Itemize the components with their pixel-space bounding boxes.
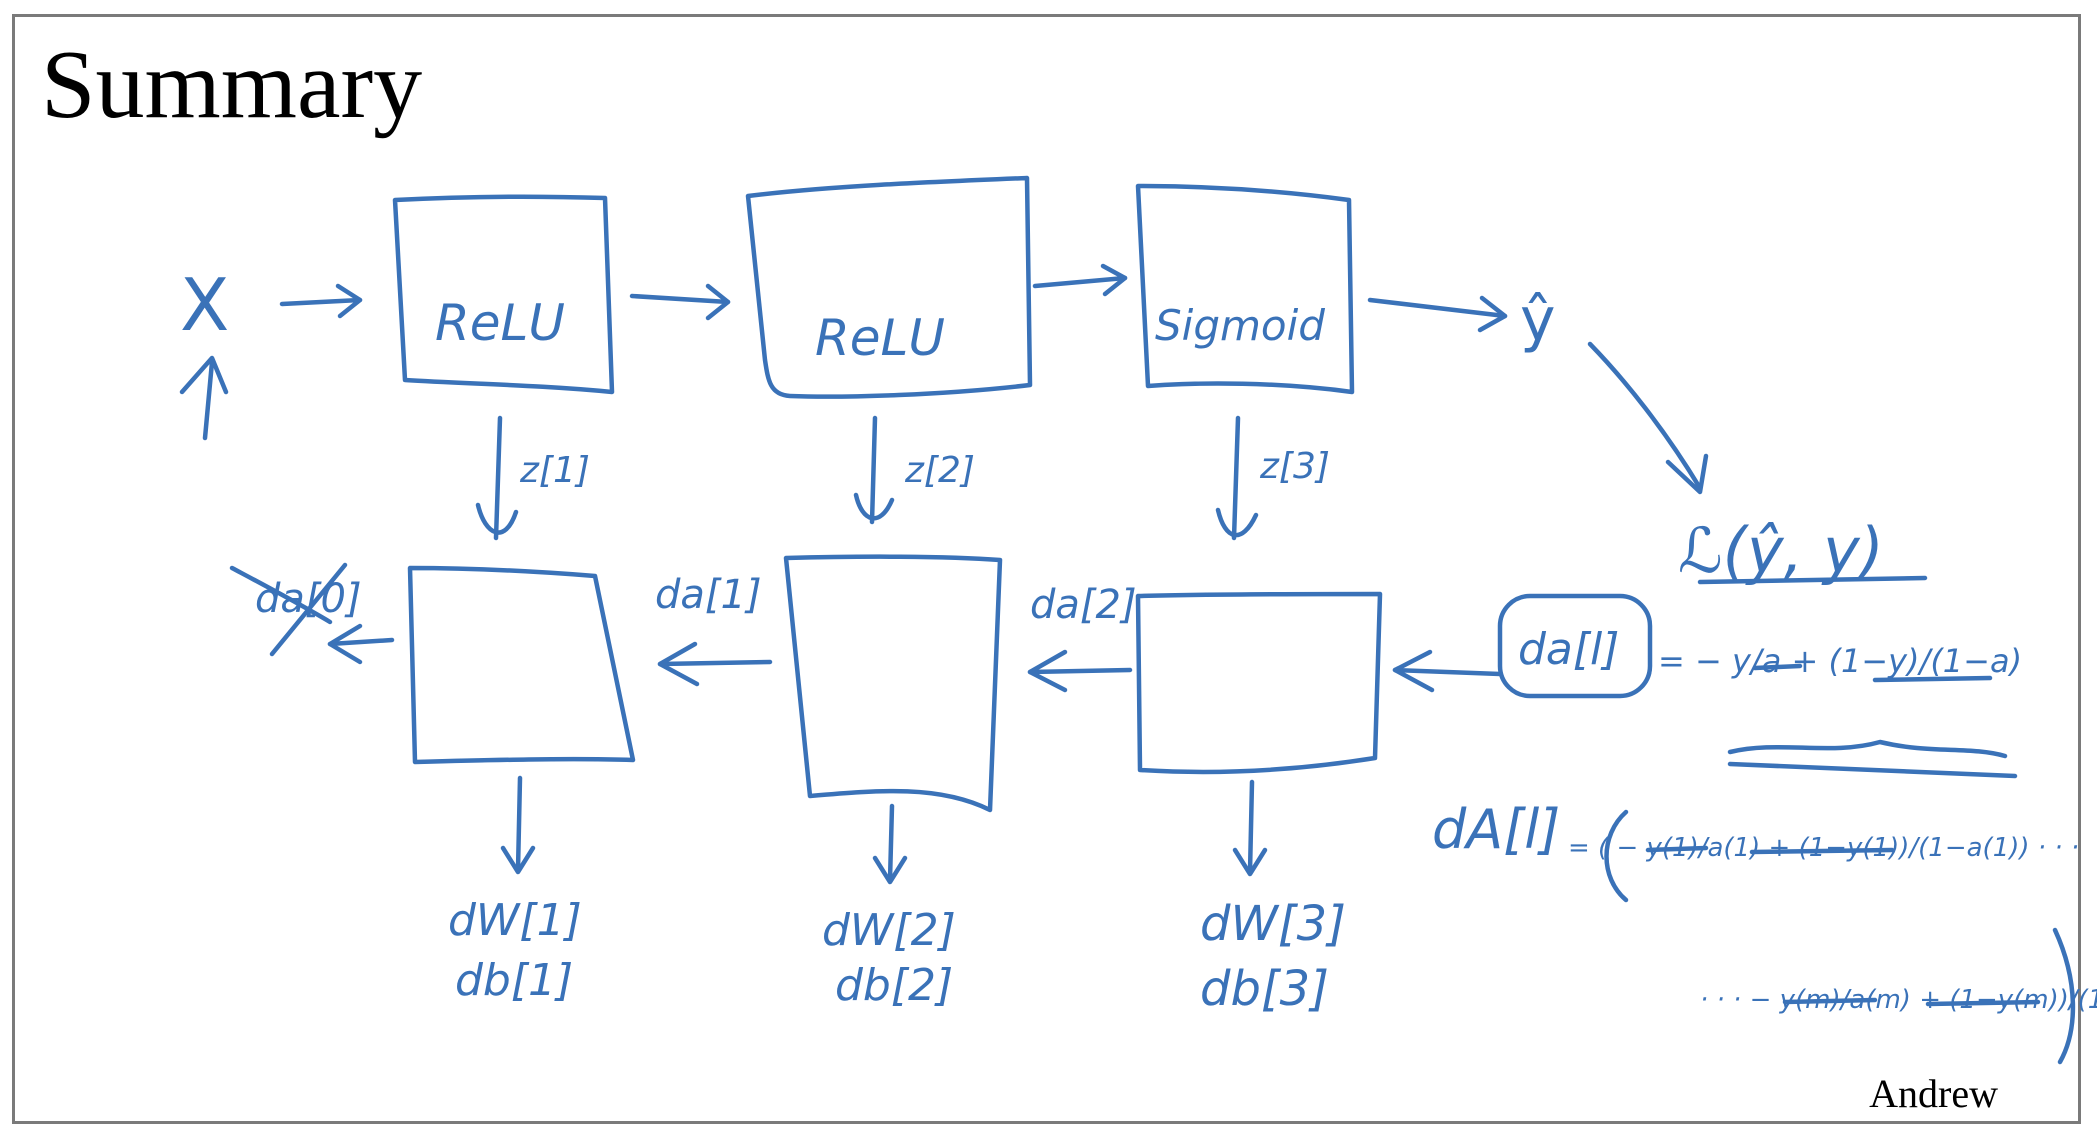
arrow-box1-to-box2 — [629, 283, 731, 321]
arrow-to-dw2 — [872, 803, 908, 885]
sigmoid-box — [1135, 183, 1355, 395]
db1-label: db[1] — [455, 955, 573, 1006]
output-yhat-label: ŷ — [1520, 285, 1556, 355]
frac-bar-y-a — [1752, 663, 1803, 671]
paren-open — [1604, 809, 1629, 903]
da1-label: da[1] — [655, 572, 762, 618]
arrow-da-into-box3 — [1392, 649, 1503, 693]
da0-strike-2 — [229, 565, 333, 625]
z2-label: z[2] — [904, 450, 975, 491]
arrow-to-dw3 — [1232, 779, 1268, 877]
relu-label-2: ReLU — [815, 309, 945, 367]
relu-label-1: ReLU — [435, 294, 565, 352]
paren-close — [2052, 927, 2076, 1065]
arrow-box1-to-da0 — [327, 623, 395, 665]
frac-bar-y1-a1 — [1645, 845, 1709, 853]
dw1-label: dW[1] — [448, 895, 582, 946]
cross-out-squiggle — [1727, 739, 2008, 759]
backward-box-2 — [783, 554, 1003, 813]
arrow-sigmoid-to-yhat — [1367, 295, 1508, 333]
input-x-label: X — [180, 263, 229, 347]
relu-box-2 — [745, 175, 1033, 399]
backward-box-1 — [407, 565, 636, 765]
arrow-x-to-box1 — [279, 283, 363, 319]
frac-bar-1y-1a — [1872, 675, 1993, 683]
dA-row-2: · · · − y(m)/a(m) + (1−y(m))/(1−a(m)) ) — [1700, 985, 2097, 1015]
da-equation: = − y/a + (1−y)/(1−a) — [1658, 642, 2022, 680]
sigmoid-label: Sigmoid — [1155, 301, 1325, 350]
da-l-circle — [1497, 593, 1653, 699]
slide: Summary Andrew — [12, 14, 2081, 1124]
frac-bar-ym-am — [1782, 997, 1878, 1005]
dA-row-1: = ( − y(1)/a(1) + (1−y(1))/(1−a(1)) · · … — [1568, 833, 2079, 863]
slide-title: Summary — [41, 31, 423, 139]
arrow-z1 — [475, 415, 519, 541]
arrow-up-to-x — [179, 355, 229, 441]
arrow-z3 — [1215, 415, 1259, 541]
arrow-z2 — [853, 415, 895, 525]
loss-underline — [1697, 575, 1928, 585]
da0-label: da[0] — [255, 576, 362, 622]
author-credit: Andrew — [1869, 1071, 1998, 1116]
arrow-box3-to-box2 — [1027, 649, 1133, 693]
db2-label: db[2] — [835, 960, 953, 1011]
da-l-label: da[l] — [1518, 624, 1619, 675]
db3-label: db[3] — [1200, 961, 1329, 1017]
loss-label: ℒ(ŷ, y) — [1678, 514, 1884, 587]
frac-bar-1y1-1a1 — [1749, 847, 1895, 855]
dA-lhs: dA[l] — [1432, 798, 1560, 861]
dw2-label: dW[2] — [822, 905, 956, 956]
da2-label: da[2] — [1030, 582, 1137, 628]
frac-bar-1ym-1am — [1925, 999, 2041, 1007]
cross-out-line — [1727, 761, 2018, 779]
dw3-label: dW[3] — [1200, 896, 1346, 952]
backward-box-3 — [1135, 591, 1383, 775]
arrow-to-dw1 — [500, 775, 536, 875]
relu-box-1 — [392, 194, 615, 395]
arrow-yhat-to-loss — [1587, 341, 1709, 495]
arrow-box2-to-box1 — [657, 641, 773, 687]
z3-label: z[3] — [1259, 446, 1330, 487]
arrow-box2-to-sigmoid — [1032, 263, 1128, 297]
z1-label: z[1] — [519, 450, 590, 491]
